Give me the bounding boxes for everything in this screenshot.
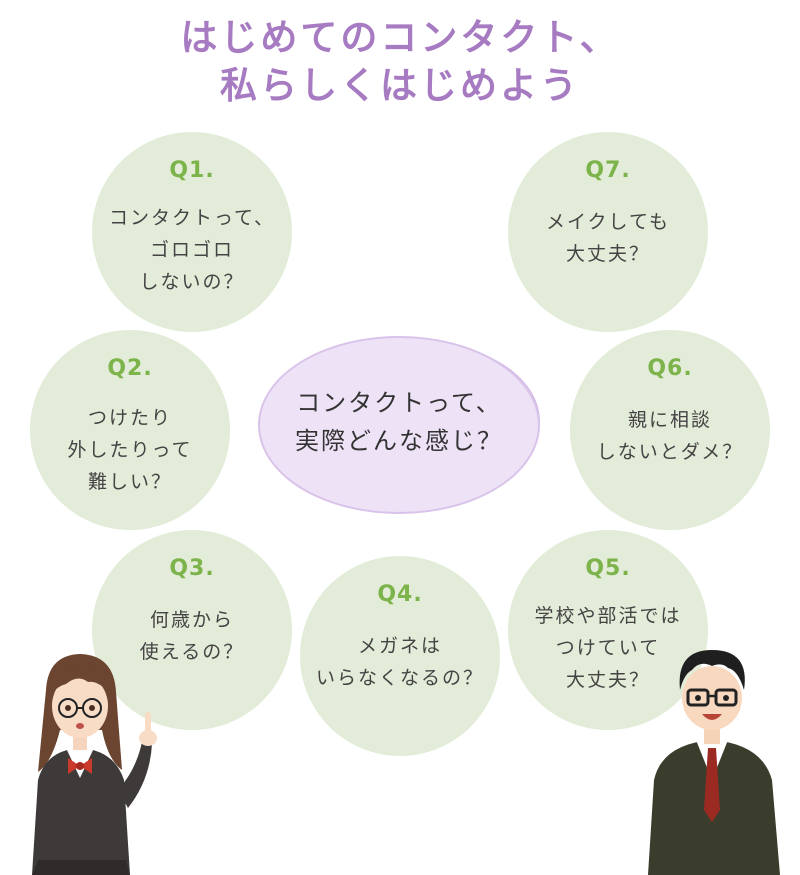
center-line-2: 実際どんな感じ？ [295, 427, 503, 455]
question-label: Q1. [169, 158, 215, 183]
question-line: 何歳から [149, 609, 234, 631]
question-line: 使えるの？ [139, 641, 245, 663]
question-text: 親に相談 しないとダメ？ [570, 404, 770, 468]
title-line-1: はじめてのコンタクト、 [180, 16, 620, 59]
page-title: はじめてのコンタクト、 私らしくはじめよう [0, 14, 800, 110]
question-bubble-q1: Q1. コンタクトって、 ゴロゴロ しないの？ [92, 132, 292, 332]
question-line: 難しい？ [87, 471, 172, 493]
question-bubble-q5: Q5. 学校や部活では つけていて 大丈夫？ [508, 530, 708, 730]
question-line: 大丈夫？ [565, 669, 650, 691]
question-line: つけていて [555, 637, 661, 659]
question-line: 親に相談 [627, 409, 712, 431]
title-line-2: 私らしくはじめよう [220, 64, 580, 107]
question-label: Q2. [107, 356, 153, 381]
question-label: Q5. [585, 556, 631, 581]
center-bubble: コンタクトって、 実際どんな感じ？ [258, 336, 540, 514]
question-bubble-q6: Q6. 親に相談 しないとダメ？ [570, 330, 770, 530]
question-line: 学校や部活では [534, 605, 682, 627]
question-label: Q3. [169, 556, 215, 581]
question-label: Q6. [647, 356, 693, 381]
question-text: つけたり 外したりって 難しい？ [30, 402, 230, 498]
question-text: メガネは いらなくなるの？ [300, 630, 500, 694]
question-line: しないとダメ？ [596, 441, 744, 463]
question-label: Q4. [377, 582, 423, 607]
question-bubble-q3: Q3. 何歳から 使えるの？ [92, 530, 292, 730]
question-text: コンタクトって、 ゴロゴロ しないの？ [92, 202, 292, 298]
question-text: 何歳から 使えるの？ [92, 604, 292, 668]
question-line: メガネは [357, 635, 442, 657]
question-bubble-q7: Q7. メイクしても 大丈夫？ [508, 132, 708, 332]
question-line: メイクしても [545, 211, 671, 233]
question-line: コンタクトって、 [108, 207, 276, 229]
question-line: ゴロゴロ [149, 239, 234, 261]
question-text: メイクしても 大丈夫？ [508, 206, 708, 270]
question-bubble-q4: Q4. メガネは いらなくなるの？ [300, 556, 500, 756]
question-line: つけたり [87, 407, 172, 429]
question-line: 大丈夫？ [565, 243, 650, 265]
question-label: Q7. [585, 158, 631, 183]
question-line: いらなくなるの？ [315, 667, 484, 689]
center-line-1: コンタクトって、 [296, 389, 502, 417]
question-line: しないの？ [139, 271, 245, 293]
question-text: 学校や部活では つけていて 大丈夫？ [508, 600, 708, 696]
question-line: 外したりって [67, 439, 193, 461]
boy-student-illustration [648, 650, 780, 875]
center-text: コンタクトって、 実際どんな感じ？ [260, 384, 538, 460]
girl-student-illustration [32, 654, 157, 875]
question-bubble-q2: Q2. つけたり 外したりって 難しい？ [30, 330, 230, 530]
